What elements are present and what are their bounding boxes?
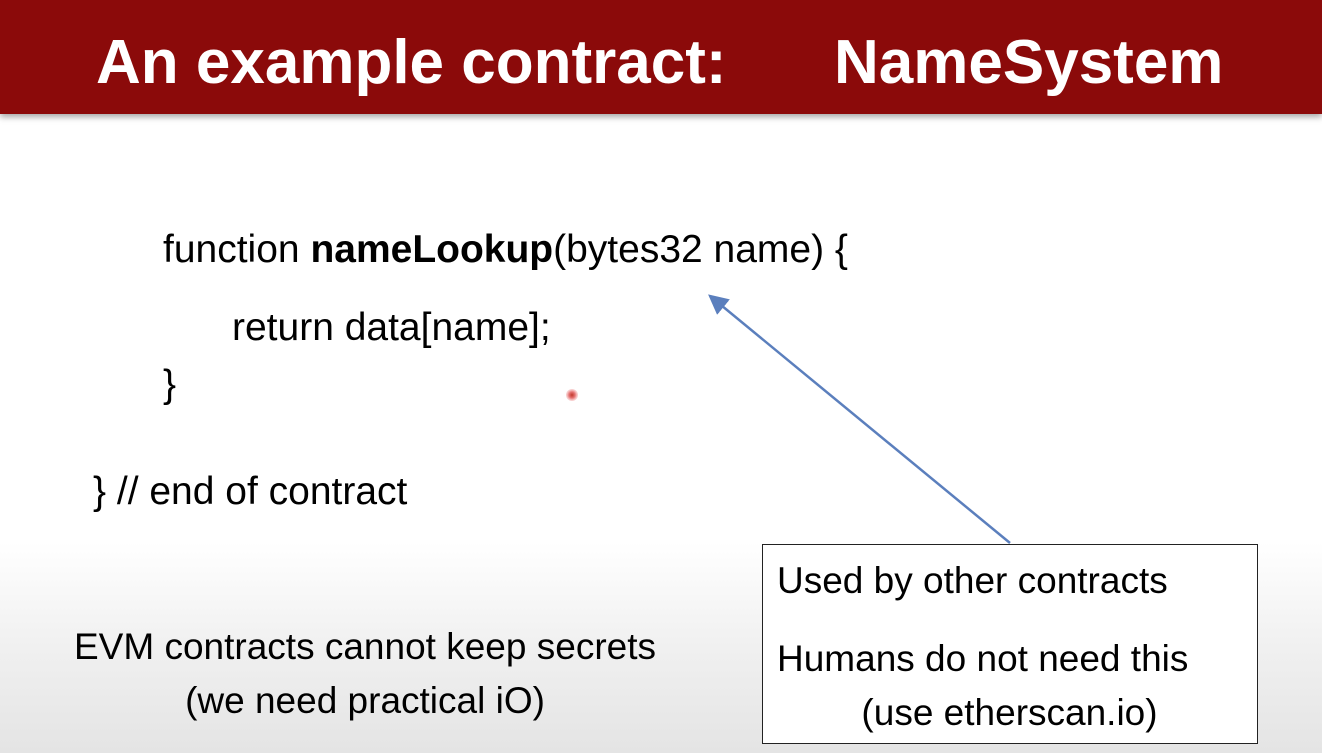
code-line-close-function: } (163, 363, 177, 406)
callout-box: Used by other contracts Humans do not ne… (762, 544, 1258, 744)
note-line-2: (we need practical iO) (185, 680, 545, 721)
code-parameters: (bytes32 name) { (553, 228, 848, 271)
arrow-line (708, 294, 1011, 544)
callout-line-3: (use etherscan.io) (861, 692, 1158, 733)
callout-line-1: Used by other contracts (777, 560, 1168, 601)
note-line-1: EVM contracts cannot keep secrets (74, 626, 656, 667)
code-function-name: nameLookup (310, 228, 554, 271)
title-bar: An example contract: NameSystem (0, 0, 1322, 114)
slide-title-contract-name: NameSystem (834, 28, 1224, 97)
laser-pointer-dot (566, 389, 578, 401)
callout-line-2: Humans do not need this (777, 638, 1189, 679)
code-keyword: function (163, 228, 311, 271)
slide-title: An example contract: (96, 28, 727, 97)
code-line-return: return data[name]; (232, 306, 551, 349)
code-line-function-signature: function nameLookup(bytes32 name) { (163, 227, 848, 273)
code-line-end-contract: } // end of contract (93, 470, 408, 513)
